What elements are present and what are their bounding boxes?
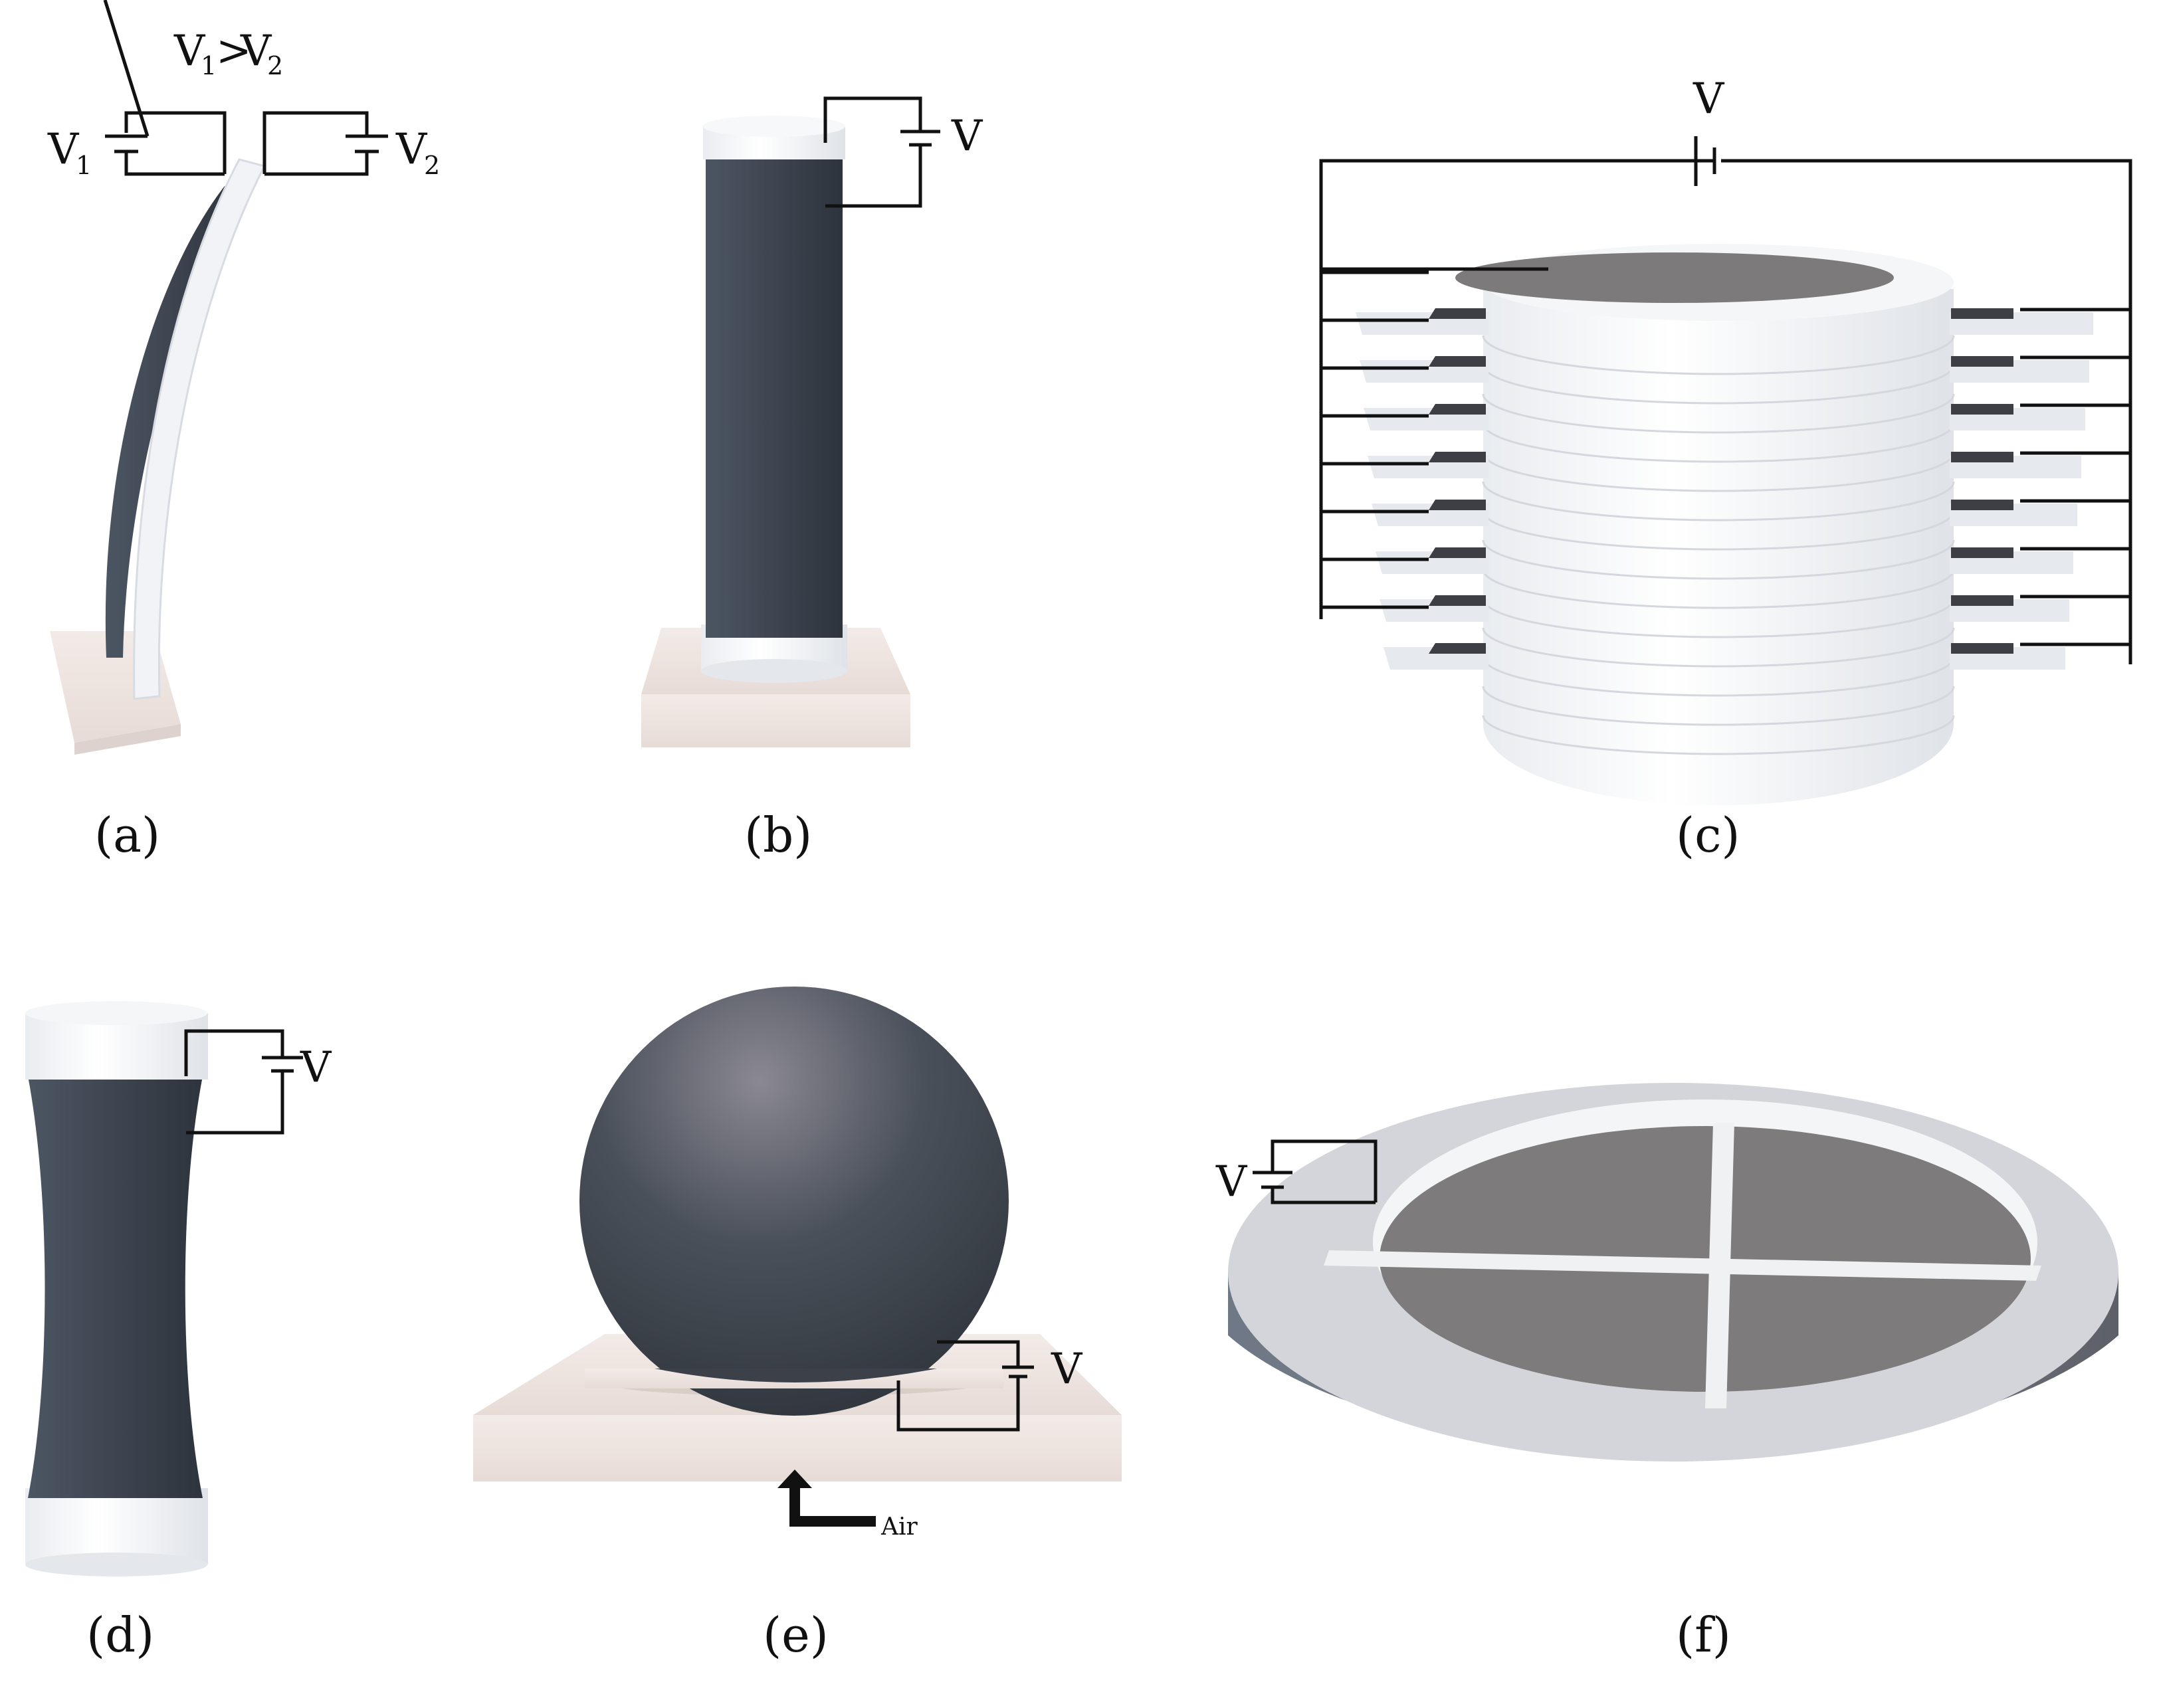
panel-b: V (b)	[641, 96, 983, 863]
panel-c-v: V	[1693, 74, 1725, 124]
panel-c-layer-lines	[1482, 335, 1955, 755]
right-tab-electrode	[1951, 643, 2013, 654]
panel-a-title-sub2: 2	[267, 51, 283, 80]
panel-a-title-sub1: 1	[201, 51, 217, 80]
panel-f-cross-horizontal	[1324, 1250, 2041, 1281]
layer-line	[1482, 335, 1955, 375]
right-tab-electrode	[1951, 308, 2013, 319]
panel-e-air-label: Air	[880, 1513, 918, 1541]
panel-c-caption: (c)	[1676, 807, 1740, 863]
panel-d-v: V	[300, 1043, 332, 1092]
panel-c-top-electrode	[1455, 252, 1894, 303]
panel-c: V (c)	[1319, 74, 2132, 863]
right-tab-electrode	[1951, 356, 2013, 367]
panel-d-caption: (d)	[86, 1607, 154, 1663]
layer-line	[1482, 393, 1955, 434]
panel-e: V Air (e)	[473, 987, 1122, 1663]
right-tab-electrode	[1951, 404, 2013, 415]
left-tab-electrode	[1429, 547, 1486, 558]
panel-a-title-v: V	[173, 27, 206, 76]
panel-d: V (d)	[25, 1001, 332, 1663]
layer-line	[1482, 364, 1955, 405]
layer-line	[1482, 715, 1955, 755]
panel-b-caption: (b)	[744, 807, 812, 863]
layer-line	[1482, 686, 1955, 726]
panel-a-v1-sub: 1	[76, 151, 92, 180]
right-tab-electrode	[1951, 452, 2013, 462]
left-tab-electrode	[1429, 595, 1486, 606]
panel-e-caption: (e)	[763, 1607, 829, 1663]
panel-f-caption: (f)	[1676, 1607, 1731, 1663]
right-tab-electrode	[1951, 547, 2013, 558]
panel-a-v2: V	[395, 125, 428, 174]
panel-c-left-tabs	[1321, 267, 1548, 670]
panel-c-right-tabs	[1950, 308, 2130, 670]
right-tab-electrode	[1951, 595, 2013, 606]
left-tab-electrode	[1429, 500, 1486, 510]
panel-e-sphere	[579, 987, 1009, 1416]
panel-b-v: V	[951, 112, 983, 161]
left-tab-electrode	[1429, 404, 1486, 415]
panel-a-title-gt: >	[216, 27, 252, 76]
panel-a: V 1 > V 2 V 1 V 2 (a)	[47, 0, 440, 863]
panel-e-air-arrow-icon	[777, 1470, 876, 1527]
panel-a-dark-electrode	[105, 186, 239, 658]
panel-a-v1: V	[47, 125, 80, 174]
panel-a-white-membrane	[133, 158, 266, 700]
panel-a-title-v2: V	[240, 27, 272, 76]
left-tab-electrode	[1429, 643, 1486, 654]
right-tab-electrode	[1951, 500, 2013, 510]
panel-c-stack	[1455, 244, 1954, 806]
layer-line	[1482, 627, 1955, 668]
layer-line	[1482, 656, 1955, 697]
panel-a-v2-sub: 2	[424, 151, 440, 180]
layer-line	[1482, 598, 1955, 638]
layer-line	[1482, 423, 1955, 463]
panel-b-dark-electrode	[706, 153, 843, 638]
layer-line	[1482, 539, 1955, 580]
left-tab-electrode	[1429, 356, 1486, 367]
panel-f-v: V	[1215, 1157, 1248, 1206]
layer-line	[1482, 569, 1955, 609]
panel-a-caption: (a)	[94, 807, 160, 863]
panel-f: V (f)	[1215, 1083, 2118, 1663]
layer-line	[1482, 481, 1955, 522]
left-tab-electrode	[1429, 308, 1486, 319]
layer-line	[1482, 510, 1955, 551]
left-tab-electrode	[1429, 452, 1486, 462]
panel-e-v: V	[1051, 1345, 1083, 1394]
layer-line	[1482, 452, 1955, 492]
panel-d-dark-electrode	[28, 1076, 203, 1498]
